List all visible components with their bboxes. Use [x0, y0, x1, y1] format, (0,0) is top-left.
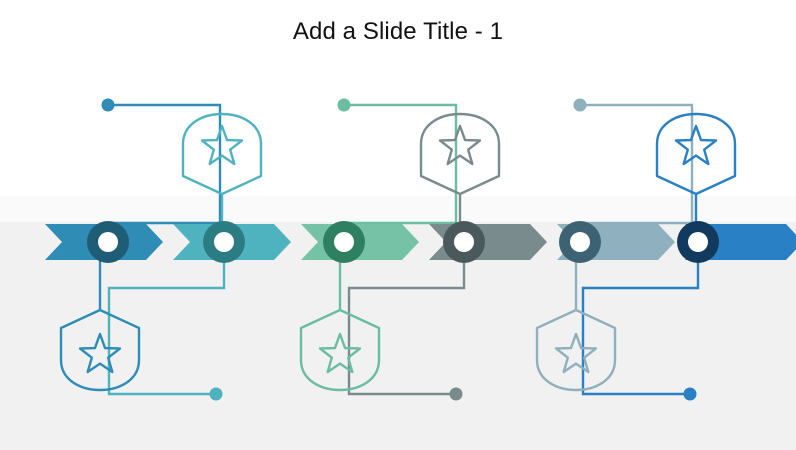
connector-dot-2: [209, 387, 223, 401]
badge-5[interactable]: [535, 308, 617, 392]
marker-core-1: [98, 232, 118, 252]
connector-group-5: [573, 98, 694, 311]
badge-shape-2: [181, 112, 263, 196]
connector-group-2: [107, 193, 226, 401]
connector-line-top-5: [578, 103, 694, 225]
badge-shape-6: [655, 112, 737, 196]
milestone-marker-5[interactable]: [559, 221, 601, 263]
connector-dot-1: [101, 98, 115, 112]
badge-4[interactable]: [419, 112, 501, 196]
milestone-marker-1[interactable]: [87, 221, 129, 263]
badge-shape-3: [299, 308, 381, 392]
star-icon: [674, 124, 718, 166]
badge-3[interactable]: [299, 308, 381, 392]
connector-line-top-1: [106, 103, 222, 225]
background-band-soft: [0, 196, 796, 222]
badge-shape-4: [419, 112, 501, 196]
milestone-marker-3[interactable]: [323, 221, 365, 263]
badge-shape-1: [59, 308, 141, 392]
connector-dot-4: [449, 387, 463, 401]
connector-line-bottom-4: [347, 259, 466, 396]
connector-line-bottom-2: [107, 259, 226, 396]
connector-group-1: [98, 98, 222, 311]
marker-core-5: [570, 232, 590, 252]
marker-core-6: [688, 232, 708, 252]
connector-group-3: [337, 98, 458, 311]
star-icon: [78, 332, 122, 374]
badge-2[interactable]: [181, 112, 263, 196]
badge-6[interactable]: [655, 112, 737, 196]
milestone-marker-2[interactable]: [203, 221, 245, 263]
connector-group-4: [347, 193, 466, 401]
star-icon: [200, 124, 244, 166]
marker-core-3: [334, 232, 354, 252]
page-title: Add a Slide Title - 1: [292, 18, 504, 45]
connector-dot-5: [573, 98, 587, 112]
connector-dot-3: [337, 98, 351, 112]
connector-line-top-3: [342, 103, 458, 225]
connector-group-6: [581, 193, 700, 401]
connector-dot-6: [683, 387, 697, 401]
star-icon: [554, 332, 598, 374]
badge-shape-5: [535, 308, 617, 392]
marker-core-4: [454, 232, 474, 252]
star-icon: [318, 332, 362, 374]
star-icon: [438, 124, 482, 166]
marker-core-2: [214, 232, 234, 252]
connector-line-bottom-6: [581, 259, 700, 396]
milestone-marker-4[interactable]: [443, 221, 485, 263]
milestone-marker-6[interactable]: [677, 221, 719, 263]
badge-1[interactable]: [59, 308, 141, 392]
